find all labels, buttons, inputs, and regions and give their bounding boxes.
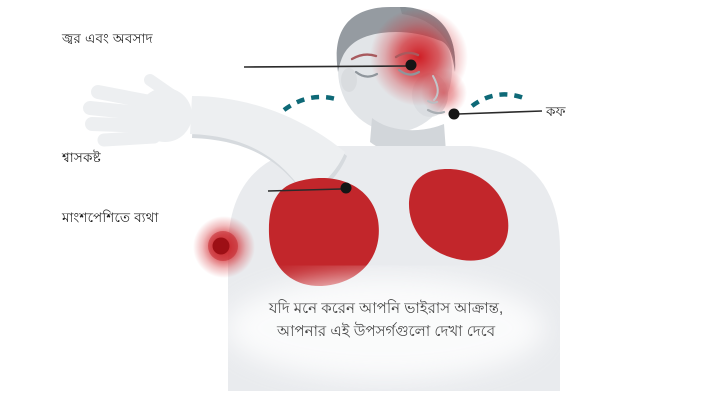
label-muscle-pain: মাংশপেশিতে ব্যথা bbox=[62, 210, 159, 225]
finger-icon bbox=[91, 85, 157, 109]
leader-line-fever bbox=[243, 65, 407, 68]
label-cough: কফ bbox=[546, 104, 566, 119]
finger-icon bbox=[85, 117, 155, 133]
face-features bbox=[350, 51, 446, 115]
nostril bbox=[427, 100, 438, 104]
closed-eye-left bbox=[354, 70, 379, 78]
right-lung bbox=[408, 169, 509, 261]
label-breathing-difficulty: শ্বাসকষ্ট bbox=[62, 150, 101, 165]
closed-eye-right bbox=[397, 68, 421, 76]
head bbox=[336, 6, 468, 132]
caption-line-1: যদি মনে করেন আপনি ভাইরাস আক্রান্ত, bbox=[268, 300, 504, 317]
cheek-fever-glow bbox=[421, 70, 467, 116]
raised-arm bbox=[83, 74, 345, 196]
ear-icon bbox=[341, 68, 357, 92]
nose bbox=[432, 75, 439, 101]
thumb-icon bbox=[144, 74, 179, 102]
pointer-dot-lung bbox=[340, 182, 352, 194]
mouth bbox=[426, 108, 446, 115]
arm bbox=[190, 96, 345, 196]
left-lung bbox=[268, 178, 379, 287]
caption-line-2: আপনার এই উপসর্গগুলো দেখা দেবে bbox=[276, 323, 496, 340]
caption: যদি মনে করেন আপনি ভাইরাস আক্রান্ত, আপনার… bbox=[205, 297, 567, 343]
cough-dashes-right bbox=[470, 92, 525, 108]
label-fever-fatigue: জ্বর এবং অবসাদ bbox=[62, 31, 153, 46]
leader-line-cough bbox=[457, 110, 543, 115]
finger-icon bbox=[97, 130, 161, 147]
cough-dashes-left bbox=[282, 94, 337, 112]
finger-icon bbox=[83, 101, 155, 121]
pain-core bbox=[212, 237, 230, 255]
right-eyebrow bbox=[394, 51, 420, 59]
pointer-dot-fever bbox=[405, 59, 417, 71]
pointer-dot-cough bbox=[448, 108, 460, 120]
hand bbox=[83, 74, 192, 147]
callout-lines bbox=[243, 65, 543, 192]
caption-highlight bbox=[225, 276, 545, 380]
muscle-pain-spot bbox=[193, 216, 255, 278]
leader-line-lung bbox=[267, 188, 342, 192]
pointer-dots bbox=[340, 59, 460, 194]
left-eyebrow bbox=[350, 53, 378, 61]
